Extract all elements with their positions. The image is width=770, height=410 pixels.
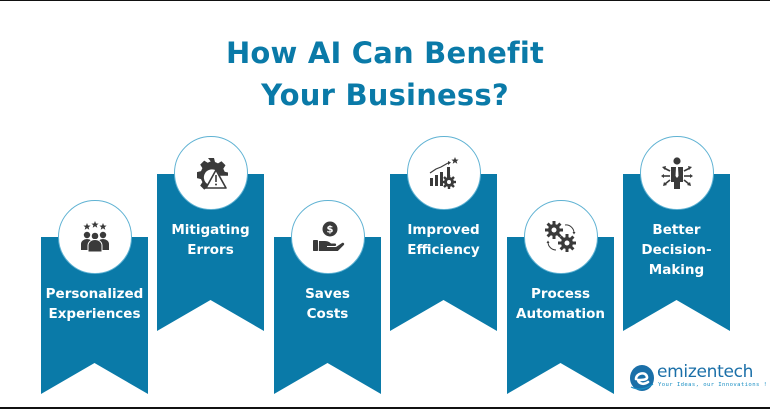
emizentech-logo: emizentech Your Ideas, our Innovations ! (628, 361, 768, 397)
icon-badge (524, 200, 598, 274)
label-line-2: Efficiency (407, 242, 480, 258)
icon-badge: $ (291, 200, 365, 274)
benefit-label: Process Automation (501, 284, 620, 324)
label-line-2: Decision- (641, 242, 712, 258)
benefit-label: Improved Efficiency (384, 220, 503, 260)
label-line-1: Mitigating (171, 222, 250, 238)
icon-badge (640, 136, 714, 210)
logo-e-mark-icon (630, 365, 654, 391)
ribbon-band (157, 174, 264, 331)
growth-chart-gear-icon (429, 157, 459, 189)
businessman-arrows-icon (661, 157, 693, 189)
icon-badge (58, 200, 132, 274)
label-line-3: Making (648, 262, 705, 278)
benefit-label: Mitigating Errors (151, 220, 270, 260)
title-line-2: Your Business? (261, 78, 509, 112)
label-line-1: Personalized (45, 286, 144, 302)
label-line-2: Errors (187, 242, 234, 258)
benefit-ribbon-personalized-experiences: Personalized Experiences (41, 200, 148, 395)
benefit-ribbon-saves-costs: $ Saves Costs (274, 200, 381, 395)
label-line-2: Automation (516, 306, 605, 322)
svg-text:$: $ (327, 225, 334, 236)
team-stars-icon (81, 221, 109, 253)
icon-badge (174, 136, 248, 210)
benefit-label: Better Decision- Making (617, 220, 736, 280)
ribbon-band (390, 174, 497, 331)
logo-brand-name: emizentech (657, 362, 754, 382)
benefit-ribbon-process-automation: Process Automation (507, 200, 614, 395)
gears-cycle-icon (545, 221, 576, 252)
benefit-ribbon-better-decision-making: Better Decision- Making (623, 136, 730, 332)
top-border-line (0, 0, 770, 1)
label-line-1: Process (530, 286, 591, 302)
logo-tagline: Your Ideas, our Innovations ! (658, 382, 768, 388)
page-title: How AI Can Benefit Your Business? (0, 32, 770, 116)
benefit-ribbon-mitigating-errors: Mitigating Errors (157, 136, 264, 332)
icon-badge (407, 136, 481, 210)
gear-warning-icon (197, 158, 228, 190)
ribbon-band (507, 237, 614, 394)
benefit-label: Personalized Experiences (35, 284, 154, 324)
label-line-1: Improved (407, 222, 480, 238)
bottom-border-line (0, 407, 770, 409)
label-line-2: Experiences (48, 306, 141, 322)
ribbon-band (274, 237, 381, 394)
ribbon-band (623, 174, 730, 331)
ribbon-band (41, 237, 148, 394)
benefit-label: Saves Costs (268, 284, 387, 324)
label-line-1: Better (652, 222, 701, 238)
label-line-1: Saves (305, 286, 350, 302)
title-line-1: How AI Can Benefit (225, 36, 545, 70)
label-line-2: Costs (306, 306, 349, 322)
hand-dollar-coin-icon: $ (313, 221, 345, 251)
benefit-ribbon-improved-efficiency: Improved Efficiency (390, 136, 497, 332)
